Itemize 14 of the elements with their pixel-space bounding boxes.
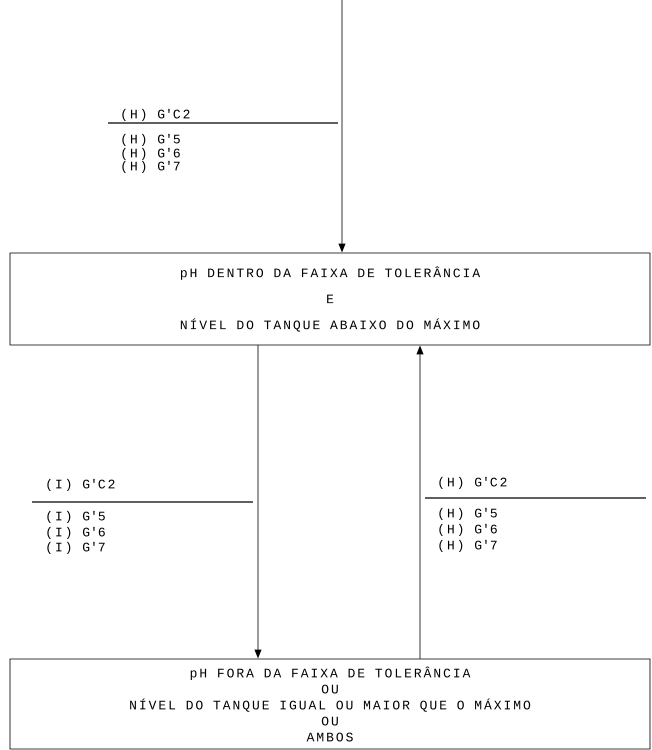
signal-label: (H) G'C2 [122,108,190,122]
signal-label: (I) G'5 [47,510,105,524]
signal-label: (H) G'6 [122,148,180,160]
state-box: pH DENTRO DA FAIXA DE TOLERÂNCIA E NÍVEL DO TANQUE ABAIXO DO MÁXIMO [10,252,650,346]
signal-label: (H) G'6 [439,524,497,536]
signal-label: (H) G'5 [439,508,497,520]
signal-label: (H) G'C2 [439,476,506,490]
signal-label: (I) G'C2 [47,478,114,492]
state-box: pH FORA DA FAIXA DE TOLERÂNCIA OU NÍVEL DO TANQUE IGUAL OU MAIOR QUE O MÁXIMO OU AMBOS [10,658,650,750]
signal-label: (I) G'6 [47,526,105,540]
signal-label: (I) G'7 [47,542,105,554]
signal-label: (H) G'7 [122,160,180,174]
signal-label: (H) G'5 [122,134,180,146]
signal-label: (H) G'7 [439,540,497,552]
